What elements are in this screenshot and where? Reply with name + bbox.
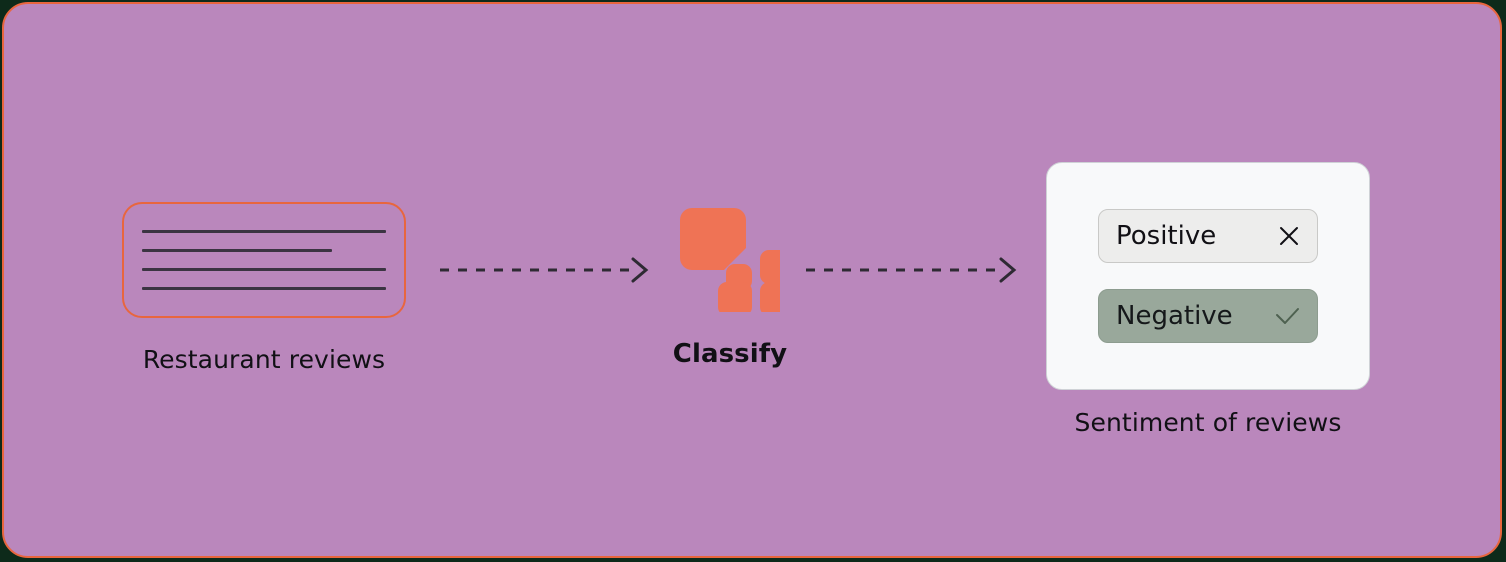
sentiment-option-positive[interactable]: Positive	[1098, 209, 1318, 263]
classify-stage-label: Classify	[672, 339, 788, 369]
document-line	[142, 249, 333, 252]
arrow-classify-to-output	[806, 254, 1020, 286]
classify-icon	[680, 196, 780, 312]
input-stage-label: Restaurant reviews	[142, 345, 386, 374]
document-line	[142, 230, 386, 233]
arrow-input-to-classify	[440, 254, 652, 286]
output-stage-label: Sentiment of reviews	[1074, 408, 1342, 437]
classify-stage: Classify	[644, 196, 816, 369]
restaurant-reviews-card	[122, 202, 406, 318]
sentiment-option-negative[interactable]: Negative	[1098, 289, 1318, 343]
document-line	[142, 268, 386, 271]
sentiment-option-positive-label: Positive	[1116, 221, 1217, 251]
output-stage: Positive Negative Sentiment of reviews	[1046, 162, 1370, 437]
check-icon[interactable]	[1272, 303, 1302, 329]
document-line	[142, 287, 386, 290]
input-stage: Restaurant reviews	[112, 202, 416, 374]
sentiment-result-card: Positive Negative	[1046, 162, 1370, 390]
sentiment-option-negative-label: Negative	[1116, 301, 1233, 331]
close-icon[interactable]	[1276, 223, 1302, 249]
